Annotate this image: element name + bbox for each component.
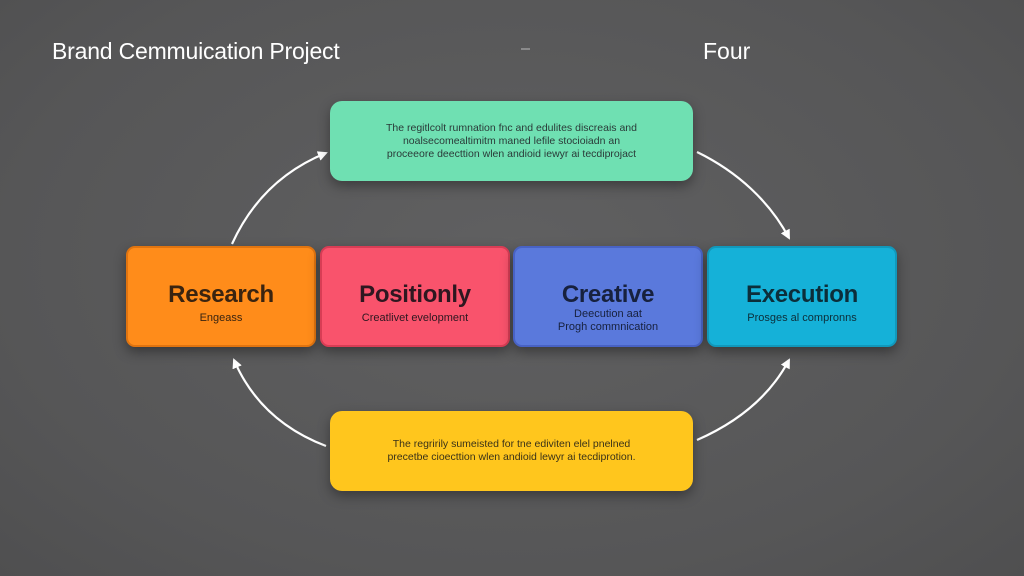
bottom-note-card: The regririly sumeisted for tne ediviten… bbox=[330, 411, 693, 491]
arrow-top-note-to-execution bbox=[696, 151, 790, 240]
stage-creative[interactable]: Creative Deecution aat Progh commnicatio… bbox=[513, 246, 703, 347]
stage-description-line: Progh commnication bbox=[557, 321, 659, 333]
stage-title: Execution bbox=[746, 281, 858, 308]
top-note-line: The regitlcolt rumnation fnc and edulite… bbox=[386, 121, 637, 134]
stage-description-line: Deecution aat bbox=[574, 308, 642, 320]
stage-description: Creatlivet evelopment bbox=[322, 312, 508, 325]
stage-description-line: Prosges al compronns bbox=[747, 312, 857, 324]
arrow-bottom-note-to-execution bbox=[696, 358, 790, 442]
bottom-note-line: The regririly sumeisted for tne ediviten… bbox=[392, 438, 631, 450]
page-subtitle: Four bbox=[703, 38, 751, 64]
stage-title: Positionly bbox=[359, 281, 471, 308]
top-note-line: noalsecomealtimitm maned lefile stocioia… bbox=[402, 134, 621, 147]
stage-description-line: Creatlivet evelopment bbox=[361, 312, 469, 324]
stage-title: Research bbox=[168, 281, 274, 308]
arrow-research-to-top-note bbox=[230, 151, 328, 245]
stage-execution[interactable]: Execution Prosges al compronns bbox=[707, 246, 897, 347]
stage-description: Prosges al compronns bbox=[709, 312, 895, 325]
page-title: Brand Cemmuication Project bbox=[52, 38, 340, 64]
stage-positionly[interactable]: Positionly Creatlivet evelopment bbox=[320, 246, 510, 347]
arrow-bottom-note-to-research bbox=[232, 358, 327, 448]
stage-title: Creative bbox=[561, 281, 655, 308]
stage-description-line: Engeass bbox=[199, 312, 243, 324]
top-note-card: The regitlcolt rumnation fnc and edulite… bbox=[330, 101, 693, 181]
stage-research[interactable]: Research Engeass bbox=[126, 246, 316, 347]
stage-description: Engeass bbox=[128, 312, 314, 325]
bottom-note-line: precetbe cioecttion wlen andioid lewyr a… bbox=[387, 451, 636, 463]
stage-description: Deecution aat Progh commnication bbox=[515, 308, 701, 334]
divider-mark bbox=[521, 48, 530, 50]
top-note-line: proceeore deecttion wlen andioid iewyr a… bbox=[386, 147, 637, 160]
